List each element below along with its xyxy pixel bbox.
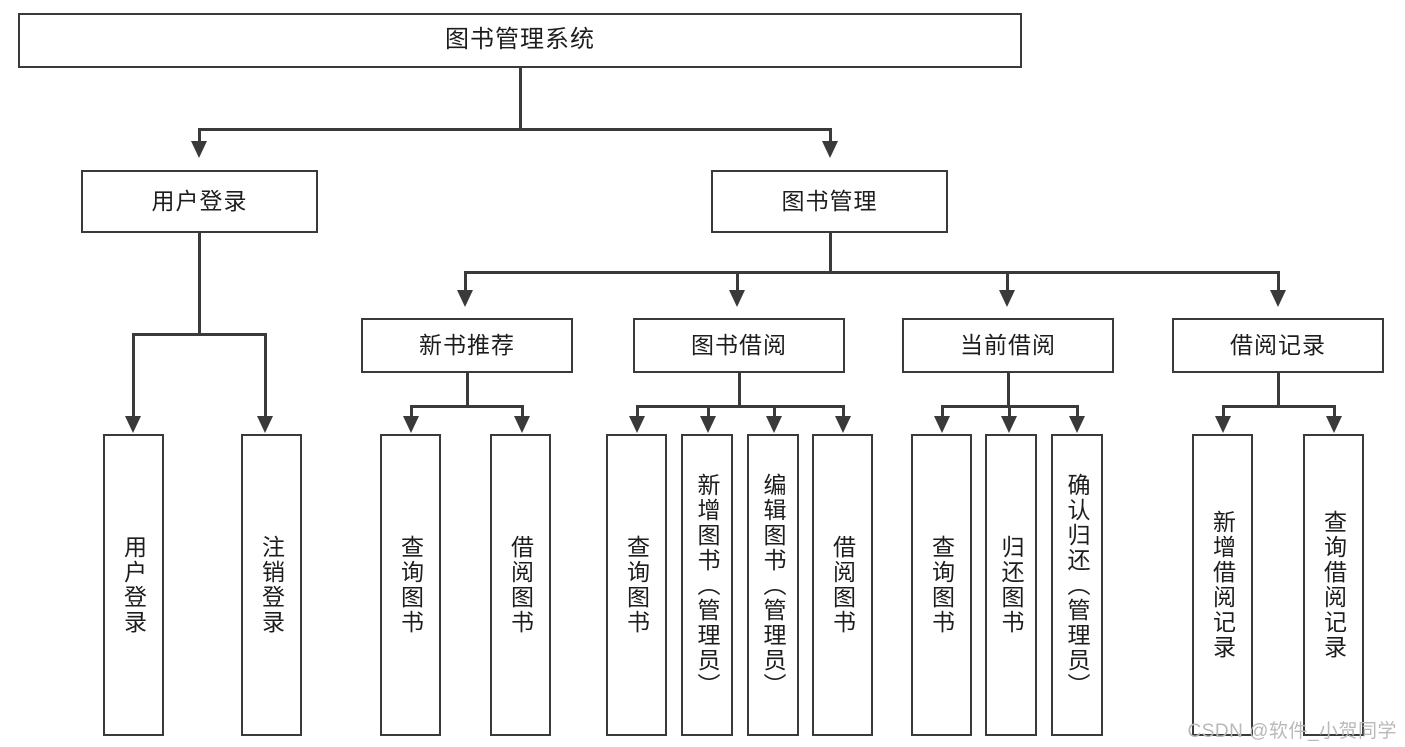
connector-root-drop-right bbox=[829, 128, 832, 142]
connector-book-manage-stem bbox=[829, 233, 832, 273]
arrow-to-user-login bbox=[191, 141, 207, 158]
connector-book-manage-bar bbox=[464, 271, 1279, 274]
arrow-to-leaf-query-record bbox=[1326, 416, 1342, 433]
node-leaf-query-book-3[interactable]: 查询图书 bbox=[911, 434, 972, 736]
connector-bm-drop-3 bbox=[1006, 271, 1009, 291]
connector-root-bar bbox=[198, 128, 831, 131]
node-leaf-confirm-return[interactable]: 确认归还（管理员） bbox=[1051, 434, 1103, 736]
connector-br-bar bbox=[1222, 405, 1336, 408]
connector-cb-drop-2 bbox=[1008, 405, 1011, 417]
connector-bm-drop-1 bbox=[464, 271, 467, 291]
node-leaf-borrow-book-2[interactable]: 借阅图书 bbox=[812, 434, 873, 736]
connector-bb-drop-2 bbox=[707, 405, 710, 417]
connector-user-login-drop-2 bbox=[264, 333, 267, 417]
node-leaf-user-logout[interactable]: 注销登录 bbox=[241, 434, 302, 736]
arrow-to-leaf-user-logout bbox=[257, 416, 273, 433]
leaf-label: 编辑图书（管理员） bbox=[760, 472, 787, 698]
arrow-to-leaf-edit-book bbox=[766, 416, 782, 433]
arrow-to-leaf-add-book bbox=[700, 416, 716, 433]
connector-bb-drop-4 bbox=[842, 405, 845, 417]
leaf-label: 查询图书 bbox=[928, 535, 955, 635]
connector-user-login-stem bbox=[198, 233, 201, 335]
node-leaf-edit-book[interactable]: 编辑图书（管理员） bbox=[747, 434, 799, 736]
node-leaf-user-login[interactable]: 用户登录 bbox=[103, 434, 164, 736]
leaf-label: 归还图书 bbox=[998, 535, 1025, 635]
arrow-to-leaf-add-record bbox=[1215, 416, 1231, 433]
connector-user-login-bar bbox=[132, 333, 266, 336]
connector-user-login-drop-1 bbox=[132, 333, 135, 417]
leaf-label: 借阅图书 bbox=[829, 535, 856, 635]
node-leaf-query-book-2[interactable]: 查询图书 bbox=[606, 434, 667, 736]
node-leaf-add-book[interactable]: 新增图书（管理员） bbox=[681, 434, 733, 736]
node-leaf-return-book[interactable]: 归还图书 bbox=[985, 434, 1037, 736]
connector-bb-bar bbox=[636, 405, 844, 408]
leaf-label: 新增借阅记录 bbox=[1209, 510, 1236, 660]
connector-bb-stem bbox=[738, 373, 741, 407]
arrow-to-leaf-confirm-return bbox=[1069, 416, 1085, 433]
leaf-label: 新增图书（管理员） bbox=[694, 472, 721, 698]
connector-nbr-drop-2 bbox=[521, 405, 524, 417]
arrow-to-book-borrow bbox=[729, 290, 745, 307]
arrow-to-leaf-query-book-2 bbox=[629, 416, 645, 433]
node-borrow-record[interactable]: 借阅记录 bbox=[1172, 318, 1384, 373]
connector-nbr-stem bbox=[466, 373, 469, 407]
connector-root-stem bbox=[519, 68, 522, 130]
node-user-login[interactable]: 用户登录 bbox=[81, 170, 318, 233]
leaf-label: 查询图书 bbox=[623, 535, 650, 635]
arrow-to-leaf-user-login bbox=[125, 416, 141, 433]
arrow-to-book-manage bbox=[822, 141, 838, 158]
node-leaf-borrow-book-1[interactable]: 借阅图书 bbox=[490, 434, 551, 736]
connector-cb-stem bbox=[1007, 373, 1010, 407]
arrow-to-borrow-record bbox=[1270, 290, 1286, 307]
arrow-to-leaf-query-book-3 bbox=[934, 416, 950, 433]
leaf-label: 借阅图书 bbox=[507, 535, 534, 635]
arrow-to-leaf-return-book bbox=[1001, 416, 1017, 433]
connector-root-drop-left bbox=[198, 128, 201, 142]
connector-br-drop-1 bbox=[1222, 405, 1225, 417]
node-leaf-query-book-1[interactable]: 查询图书 bbox=[380, 434, 441, 736]
connector-nbr-drop-1 bbox=[410, 405, 413, 417]
connector-br-drop-2 bbox=[1333, 405, 1336, 417]
leaf-label: 查询图书 bbox=[397, 535, 424, 635]
connector-cb-drop-3 bbox=[1076, 405, 1079, 417]
node-new-book-rec[interactable]: 新书推荐 bbox=[361, 318, 573, 373]
leaf-label: 用户登录 bbox=[120, 535, 147, 635]
arrow-to-leaf-query-book-1 bbox=[403, 416, 419, 433]
leaf-label: 查询借阅记录 bbox=[1320, 510, 1347, 660]
connector-bm-drop-2 bbox=[736, 271, 739, 291]
connector-bb-drop-1 bbox=[636, 405, 639, 417]
node-leaf-add-record[interactable]: 新增借阅记录 bbox=[1192, 434, 1253, 736]
connector-bb-drop-3 bbox=[773, 405, 776, 417]
connector-nbr-bar bbox=[410, 405, 524, 408]
connector-bm-drop-4 bbox=[1277, 271, 1280, 291]
arrow-to-new-book-rec bbox=[457, 290, 473, 307]
arrow-to-leaf-borrow-book-2 bbox=[835, 416, 851, 433]
node-current-borrow[interactable]: 当前借阅 bbox=[902, 318, 1114, 373]
connector-br-stem bbox=[1277, 373, 1280, 407]
node-root-图书管理系统[interactable]: 图书管理系统 bbox=[18, 13, 1022, 68]
node-leaf-query-record[interactable]: 查询借阅记录 bbox=[1303, 434, 1364, 736]
leaf-label: 注销登录 bbox=[258, 535, 285, 635]
node-book-borrow[interactable]: 图书借阅 bbox=[633, 318, 845, 373]
arrow-to-current-borrow bbox=[999, 290, 1015, 307]
leaf-label: 确认归还（管理员） bbox=[1064, 472, 1091, 698]
node-book-manage[interactable]: 图书管理 bbox=[711, 170, 948, 233]
connector-cb-drop-1 bbox=[941, 405, 944, 417]
arrow-to-leaf-borrow-book-1 bbox=[514, 416, 530, 433]
